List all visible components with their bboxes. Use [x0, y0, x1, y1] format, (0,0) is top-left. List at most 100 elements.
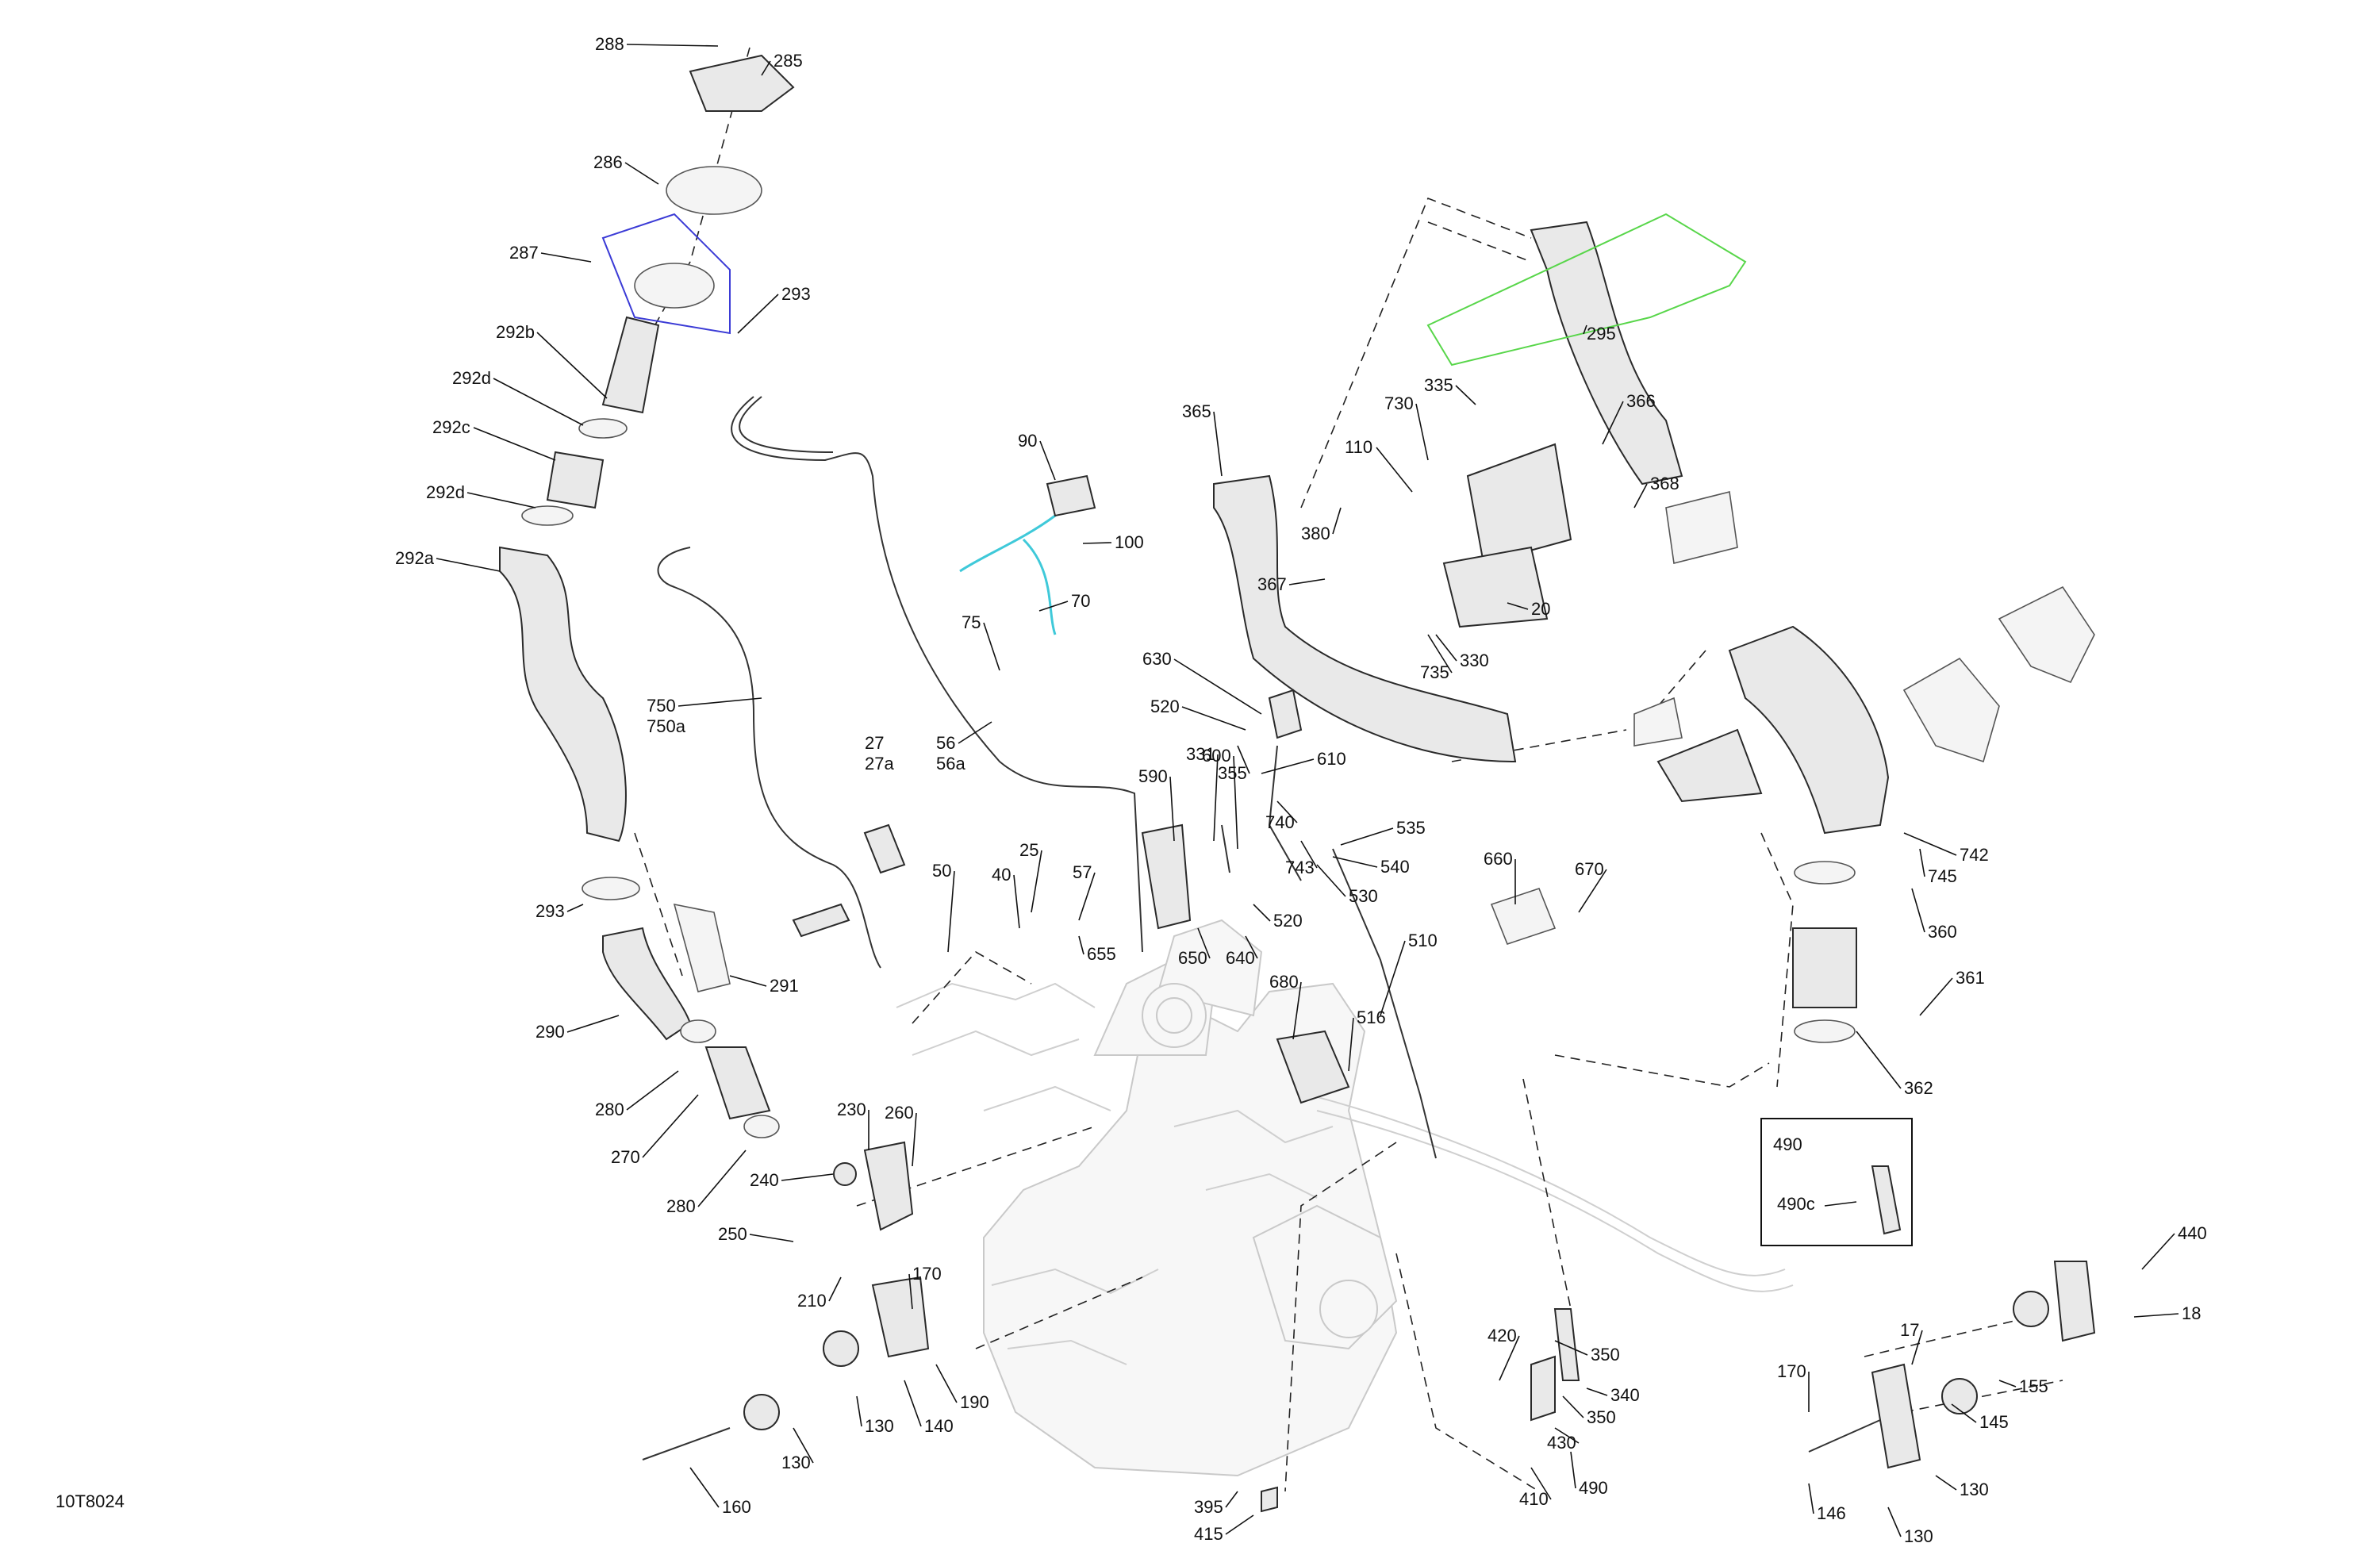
callout-label: 740 — [1265, 812, 1295, 832]
callout-label: 292c — [432, 417, 470, 437]
callout-label: 20 — [1531, 599, 1550, 619]
shield-291 — [673, 903, 731, 992]
callout-leader-line — [1919, 848, 1925, 877]
boot-270 — [704, 1046, 771, 1120]
callout-leader-line — [935, 1364, 958, 1403]
bushing-130 — [823, 1330, 859, 1367]
callout-leader-line — [642, 1094, 699, 1158]
callout-leader-line — [1261, 758, 1315, 774]
pipe-366 — [1530, 221, 1683, 486]
callout-leader-line — [793, 1427, 814, 1464]
callout-leader-line — [1031, 850, 1042, 913]
callout-label: 56a — [936, 754, 965, 773]
shift-linkage — [1141, 689, 1580, 1422]
callout-leader-line — [1169, 776, 1175, 842]
rod-420 — [1553, 1308, 1580, 1381]
callout-leader-line — [904, 1380, 922, 1427]
callout-label: 743 — [1285, 858, 1315, 877]
callout-label: 230 — [837, 1100, 866, 1119]
callout-label: 360 — [1928, 922, 1957, 942]
callout-label: 415 — [1194, 1524, 1223, 1543]
callout-label: 640 — [1226, 948, 1255, 968]
muffler-360 — [1728, 625, 1890, 835]
callout-label: 680 — [1269, 972, 1299, 992]
mount-150 — [1871, 1363, 1921, 1469]
callout-leader-line — [1078, 935, 1084, 955]
callout-leader-line — [1633, 483, 1648, 509]
callout-leader-line — [761, 60, 771, 76]
callout-leader-line — [1919, 977, 1953, 1016]
callout-label: 190 — [960, 1392, 989, 1412]
callout-label: 27a — [865, 754, 894, 773]
callout-label: 170 — [912, 1264, 942, 1284]
filter-340 — [1792, 927, 1857, 1008]
callout-leader-line — [689, 1467, 720, 1508]
callout-label: 535 — [1396, 818, 1426, 838]
callout-leader-line — [1181, 706, 1246, 731]
callout-label: 56 — [936, 733, 955, 753]
duct-292a — [499, 546, 627, 843]
plug-17 — [1261, 1486, 1278, 1513]
bracket-730 — [1466, 443, 1572, 565]
sensor-90 — [1046, 474, 1096, 517]
callout-leader-line — [1602, 401, 1624, 445]
callout-label: 292d — [426, 482, 465, 502]
detail-box-title: 490 — [1773, 1134, 1802, 1154]
callout-label: 380 — [1301, 524, 1330, 543]
callout-label: 270 — [611, 1147, 640, 1167]
diagram-id-label: 10T8024 — [56, 1491, 125, 1511]
bracket-740 — [1656, 728, 1763, 803]
callout-leader-line — [1300, 840, 1318, 869]
engine-assembly — [896, 919, 1794, 1477]
callout-leader-line — [2133, 1313, 2179, 1318]
callout-leader-line — [1808, 1483, 1814, 1514]
callout-label: 286 — [593, 152, 623, 172]
callout-label: 250 — [718, 1224, 747, 1244]
callout-label: 292b — [496, 322, 535, 342]
knob-630 — [1268, 689, 1303, 739]
callout-leader-line — [729, 975, 767, 987]
callout-label: 730 — [1384, 393, 1414, 413]
callout-label: 660 — [1484, 849, 1513, 869]
callout-label: 210 — [797, 1291, 827, 1311]
callout-label: 630 — [1142, 649, 1172, 669]
exhaust-pipe-assembly — [1213, 213, 1763, 803]
heat-shield-295 — [1426, 213, 1747, 367]
shield-362 — [1902, 657, 2000, 763]
callout-label: 655 — [1087, 944, 1116, 964]
callout-label: 410 — [1519, 1489, 1549, 1509]
callout-label: 395 — [1194, 1497, 1223, 1517]
retaining-ring-286 — [666, 166, 762, 215]
callout-leader-line — [624, 162, 659, 185]
callout-leader-line — [781, 1173, 834, 1181]
callout-label: 440 — [2178, 1223, 2207, 1243]
callout-label: 75 — [962, 612, 981, 632]
callout-leader-line — [566, 1015, 620, 1033]
callout-label: 350 — [1587, 1407, 1616, 1427]
callout-label: 600 — [1202, 746, 1231, 766]
callout-leader-line — [947, 870, 955, 953]
callout-label: 293 — [536, 901, 565, 921]
callout-label: 290 — [536, 1022, 565, 1042]
callout-label: 292d — [452, 368, 491, 388]
callout-leader-line — [1380, 940, 1406, 1016]
detail-box-sublabel: 490c — [1777, 1194, 1815, 1214]
vent-hose-56 — [731, 396, 1143, 953]
callout-label: 335 — [1424, 375, 1453, 395]
callout-leader-line — [1856, 1031, 1902, 1089]
callout-labels: 288285286287293292b292d292c292d292a90100… — [395, 34, 2207, 1543]
callout-label: 745 — [1928, 866, 1957, 886]
callout-leader-line — [1233, 755, 1238, 850]
callout-leader-line — [1376, 447, 1413, 493]
callout-label: 145 — [1979, 1412, 2009, 1432]
callout-label: 650 — [1178, 948, 1207, 968]
callout-leader-line — [1340, 827, 1394, 846]
callout-label: 292a — [395, 548, 435, 568]
callout-leader-line — [1415, 403, 1429, 461]
callout-label: 130 — [1960, 1480, 1989, 1499]
callout-label: 610 — [1317, 749, 1346, 769]
detail-box-490: 490 490c — [1760, 1118, 1913, 1246]
callout-leader-line — [1348, 1017, 1354, 1072]
pipe-365 — [1213, 474, 1517, 763]
